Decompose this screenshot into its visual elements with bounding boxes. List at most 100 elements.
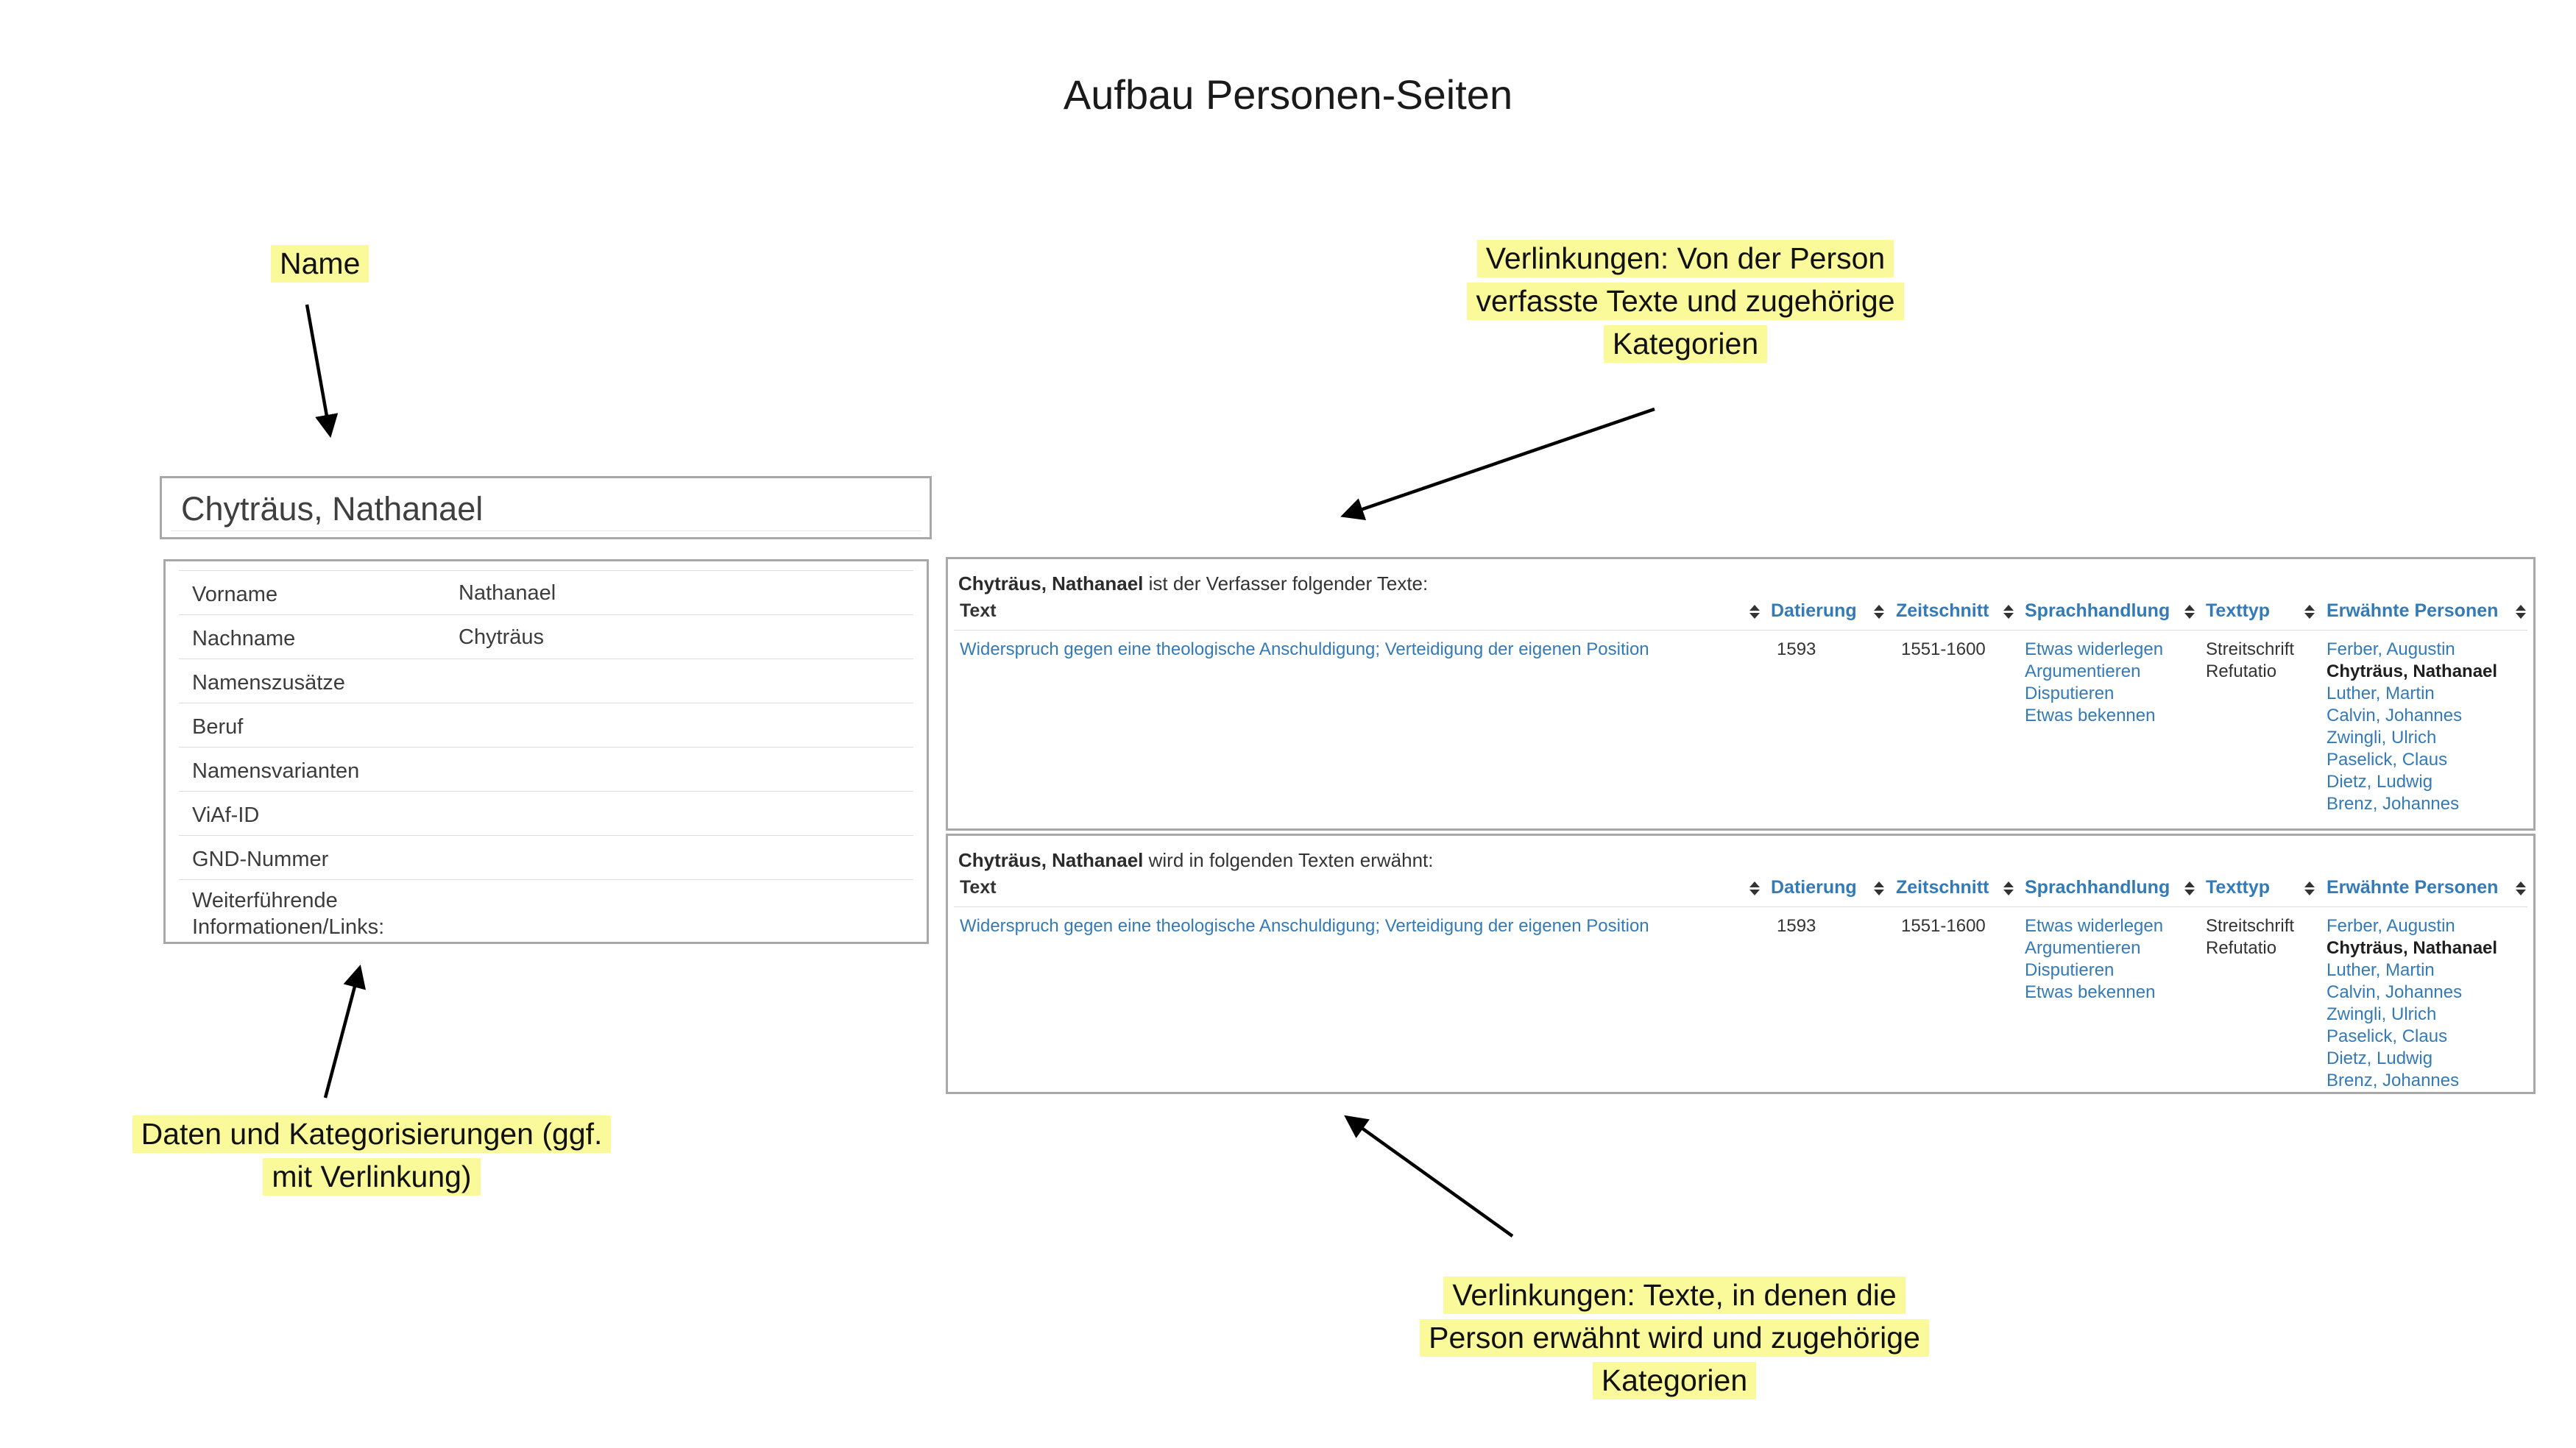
sprachhandlung-link[interactable]: Disputieren xyxy=(2025,960,2115,980)
text-title-link[interactable]: Widerspruch gegen eine theologische Ansc… xyxy=(960,916,1649,936)
annotation-authored-label: Verlinkungen: Von der Person verfasste T… xyxy=(1391,240,1980,368)
person-field-row-beruf: Beruf xyxy=(179,703,913,747)
sort-icon-datierung[interactable] xyxy=(1749,881,1760,895)
annotation-name-label-text: Name xyxy=(271,245,369,283)
texttyp-value: Refutatio xyxy=(2206,661,2277,681)
person-highlighted: Chyträus, Nathanael xyxy=(2326,661,2498,681)
texttyp-cell: Streitschrift Refutatio xyxy=(2206,639,2294,683)
person-data-card-inner: Vorname Nathanael Nachname Chyträus Name… xyxy=(179,570,913,942)
texttyp-value: Streitschrift xyxy=(2206,639,2295,659)
person-link[interactable]: Luther, Martin xyxy=(2326,684,2435,703)
field-label: Namenszusätze xyxy=(192,671,345,695)
column-header-text: Text xyxy=(960,877,997,898)
arrow-mentioned-label-to-panel xyxy=(1344,1115,1514,1238)
person-link[interactable]: Paselick, Claus xyxy=(2326,750,2448,770)
text-title-link[interactable]: Widerspruch gegen eine theologische Ansc… xyxy=(960,639,1649,659)
annotation-data-label: Daten und Kategorisierungen (ggf. mit Ve… xyxy=(77,1115,666,1201)
sort-icon-sprachhandlung[interactable] xyxy=(2003,881,2014,895)
sprachhandlung-link[interactable]: Etwas bekennen xyxy=(2025,982,2156,1002)
sprachhandlung-cell: Etwas widerlegen Argumentieren Disputier… xyxy=(2025,639,2163,727)
field-label: Beruf xyxy=(192,715,244,739)
annotation-authored-line-3: Kategorien xyxy=(1603,325,1768,363)
field-value: Chyträus xyxy=(459,625,545,649)
person-link[interactable]: Brenz, Johannes xyxy=(2326,794,2460,814)
erwaehnte-personen-cell: Ferber, Augustin Chyträus, Nathanael Lut… xyxy=(2326,915,2497,1092)
divider xyxy=(171,530,921,531)
column-header-datierung[interactable]: Datierung xyxy=(1771,600,1857,621)
person-field-row-vorname: Vorname Nathanael xyxy=(179,570,913,614)
sort-icon-erwaehnte-personen[interactable] xyxy=(2304,881,2315,895)
column-header-sprachhandlung[interactable]: Sprachhandlung xyxy=(2025,877,2170,898)
authored-intro-person-name: Chyträus, Nathanael xyxy=(958,572,1144,595)
text-title-cell: Widerspruch gegen eine theologische Ansc… xyxy=(960,639,1649,661)
field-label: Vorname xyxy=(192,583,278,606)
header-separator xyxy=(954,906,2527,907)
column-header-erwaehnte-personen[interactable]: Erwähnte Personen xyxy=(2326,877,2499,898)
column-header-texttyp[interactable]: Texttyp xyxy=(2206,600,2271,621)
page-title: Aufbau Personen-Seiten xyxy=(1063,71,1513,118)
person-name-heading: Chyträus, Nathanael xyxy=(181,490,484,528)
sort-icon-datierung[interactable] xyxy=(1749,605,1760,619)
sprachhandlung-link[interactable]: Etwas bekennen xyxy=(2025,706,2156,725)
person-link[interactable]: Ferber, Augustin xyxy=(2326,916,2455,936)
column-header-texttyp[interactable]: Texttyp xyxy=(2206,877,2271,898)
arrow-name-to-title-card xyxy=(305,304,339,439)
sort-icon-texttyp[interactable] xyxy=(2184,881,2195,895)
person-link[interactable]: Dietz, Ludwig xyxy=(2326,772,2433,792)
column-header-zeitschnitt[interactable]: Zeitschnitt xyxy=(1896,600,1989,621)
sort-icon-sprachhandlung[interactable] xyxy=(2003,605,2014,619)
annotation-authored-line-2: verfasste Texte und zugehörige xyxy=(1467,283,1904,320)
sort-icon-last[interactable] xyxy=(2516,881,2526,895)
person-field-row-gnd-nummer: GND-Nummer xyxy=(179,835,913,879)
sprachhandlung-link[interactable]: Disputieren xyxy=(2025,684,2115,703)
datierung-cell: 1593 xyxy=(1777,916,1816,936)
zeitschnitt-cell: 1551-1600 xyxy=(1901,639,1986,659)
sort-icon-zeitschnitt[interactable] xyxy=(1874,881,1884,895)
person-field-row-nachname: Nachname Chyträus xyxy=(179,614,913,659)
mentioned-intro-text: wird in folgenden Texten erwähnt: xyxy=(1143,849,1434,871)
person-link[interactable]: Calvin, Johannes xyxy=(2326,982,2463,1002)
person-link[interactable]: Zwingli, Ulrich xyxy=(2326,728,2437,748)
person-link[interactable]: Ferber, Augustin xyxy=(2326,639,2455,659)
texttyp-cell: Streitschrift Refutatio xyxy=(2206,915,2294,959)
mentioned-texts-panel: Chyträus, Nathanael wird in folgenden Te… xyxy=(946,834,2536,1094)
authored-intro-text: ist der Verfasser folgender Texte: xyxy=(1143,572,1429,595)
sort-icon-erwaehnte-personen[interactable] xyxy=(2304,605,2315,619)
field-label: ViAf-ID xyxy=(192,803,260,827)
person-link[interactable]: Brenz, Johannes xyxy=(2326,1071,2460,1090)
datierung-cell: 1593 xyxy=(1777,639,1816,659)
person-link[interactable]: Zwingli, Ulrich xyxy=(2326,1004,2437,1024)
zeitschnitt-cell: 1551-1600 xyxy=(1901,916,1986,936)
field-value: Nathanael xyxy=(459,581,556,605)
sprachhandlung-link[interactable]: Etwas widerlegen xyxy=(2025,639,2164,659)
column-header-datierung[interactable]: Datierung xyxy=(1771,877,1857,898)
field-label: GND-Nummer xyxy=(192,848,329,871)
mentioned-intro: Chyträus, Nathanael wird in folgenden Te… xyxy=(958,849,1434,872)
annotation-authored-line-1: Verlinkungen: Von der Person xyxy=(1476,240,1894,277)
header-separator xyxy=(954,630,2527,631)
person-link[interactable]: Calvin, Johannes xyxy=(2326,706,2463,725)
mentioned-intro-person-name: Chyträus, Nathanael xyxy=(958,849,1144,871)
person-link[interactable]: Paselick, Claus xyxy=(2326,1026,2448,1046)
column-header-erwaehnte-personen[interactable]: Erwähnte Personen xyxy=(2326,600,2499,621)
person-highlighted: Chyträus, Nathanael xyxy=(2326,938,2498,958)
sort-icon-zeitschnitt[interactable] xyxy=(1874,605,1884,619)
column-header-sprachhandlung[interactable]: Sprachhandlung xyxy=(2025,600,2170,621)
person-link[interactable]: Luther, Martin xyxy=(2326,960,2435,980)
person-link[interactable]: Dietz, Ludwig xyxy=(2326,1048,2433,1068)
sprachhandlung-link[interactable]: Etwas widerlegen xyxy=(2025,916,2164,936)
annotation-mentioned-line-3: Kategorien xyxy=(1592,1362,1757,1399)
column-header-zeitschnitt[interactable]: Zeitschnitt xyxy=(1896,877,1989,898)
annotation-data-line-2: mit Verlinkung) xyxy=(263,1158,481,1196)
field-label: Nachname xyxy=(192,627,296,650)
person-field-row-namenszusaetze: Namenszusätze xyxy=(179,659,913,703)
sprachhandlung-link[interactable]: Argumentieren xyxy=(2025,661,2141,681)
text-title-cell: Widerspruch gegen eine theologische Ansc… xyxy=(960,915,1649,937)
annotation-data-line-1: Daten und Kategorisierungen (ggf. xyxy=(132,1115,612,1153)
annotation-mentioned-line-1: Verlinkungen: Texte, in denen die xyxy=(1443,1277,1906,1314)
sort-icon-texttyp[interactable] xyxy=(2184,605,2195,619)
sprachhandlung-link[interactable]: Argumentieren xyxy=(2025,938,2141,958)
annotation-name-label: Name xyxy=(271,245,369,283)
sort-icon-last[interactable] xyxy=(2516,605,2526,619)
annotation-mentioned-label: Verlinkungen: Texte, in denen die Person… xyxy=(1380,1277,1969,1405)
